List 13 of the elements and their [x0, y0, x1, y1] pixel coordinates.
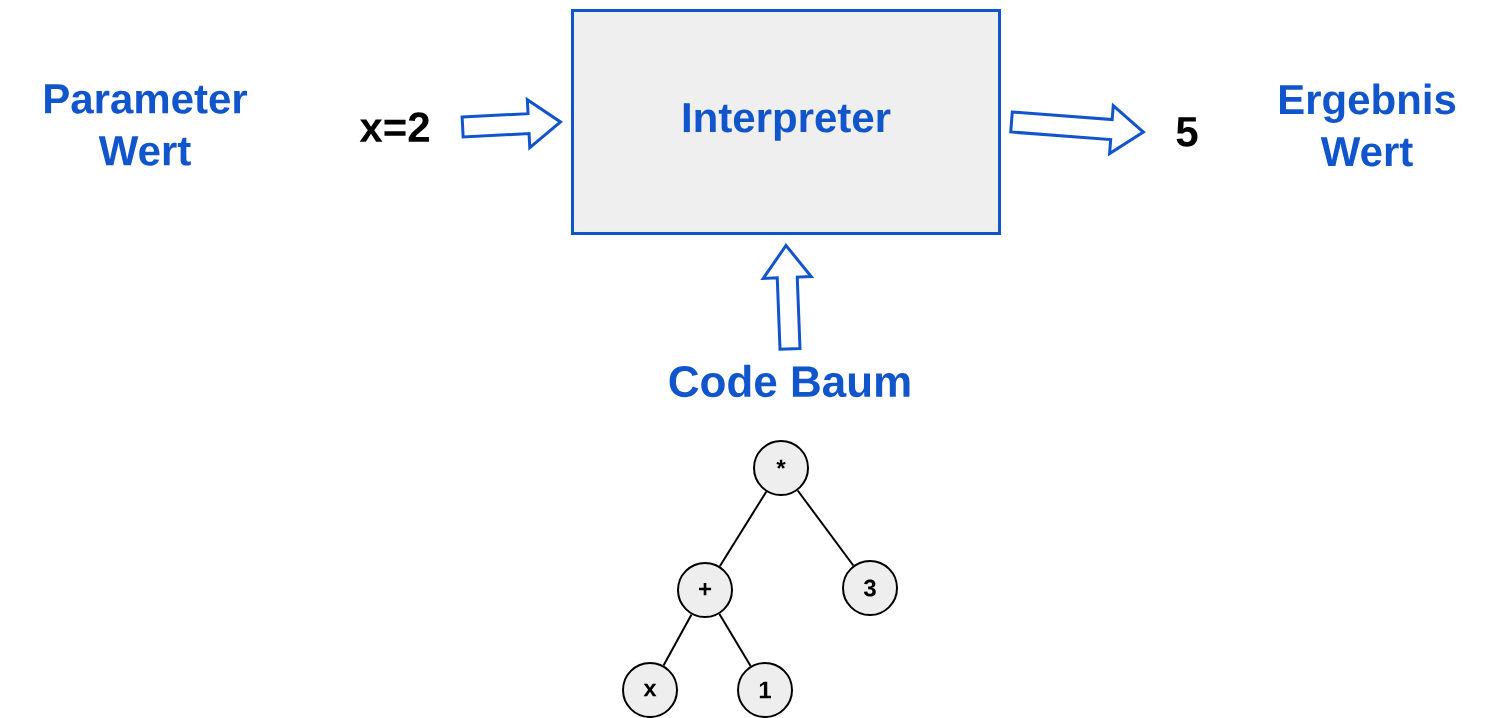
tree-edge — [718, 490, 768, 568]
caption-text: Parameter Wert — [45, 84, 248, 166]
value-text: 5 — [1176, 117, 1198, 147]
block-arrow — [1009, 102, 1146, 157]
block-arrow — [460, 96, 563, 151]
tree-edge — [718, 613, 752, 667]
block-arrow — [760, 243, 815, 351]
input-label: Code Baum — [669, 364, 910, 398]
caption-text: Ergebnis Wert — [1280, 83, 1456, 167]
tree-edge — [796, 489, 855, 567]
tree-edge — [662, 613, 693, 667]
value-text: x=2 — [359, 112, 429, 142]
process-box: Interpreter — [571, 9, 1001, 235]
